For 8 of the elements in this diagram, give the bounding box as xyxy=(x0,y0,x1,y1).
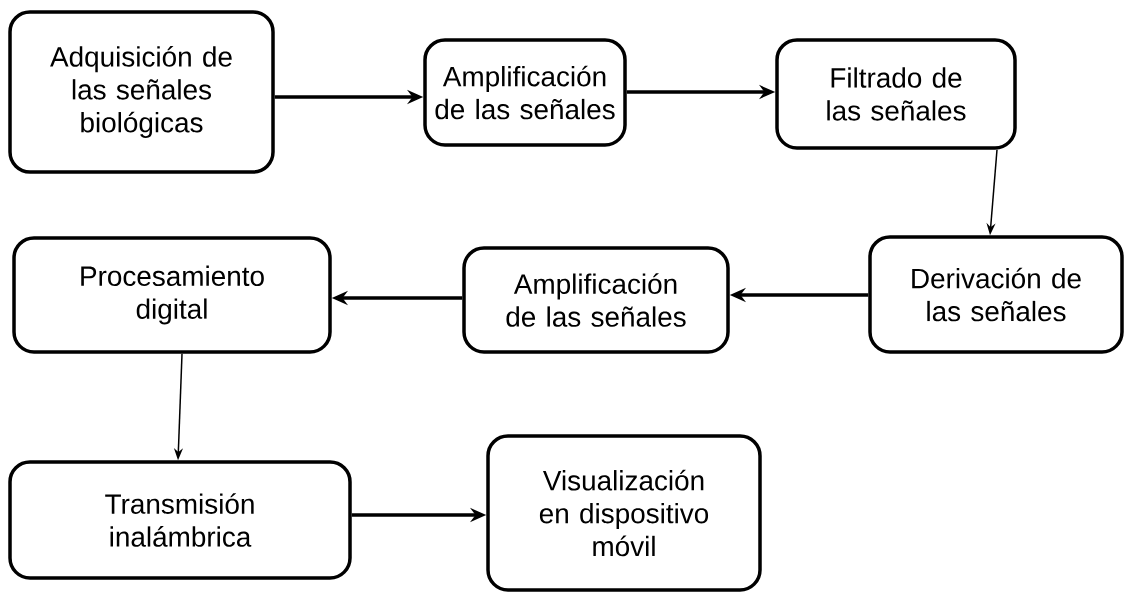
process-box: Filtrado de las señales xyxy=(775,38,1017,150)
process-box: Amplificación de las señales xyxy=(423,38,627,147)
process-box: Amplificación de las señales xyxy=(462,246,730,354)
process-box: Transmisión inalámbrica xyxy=(8,460,352,580)
process-box: Adquisición de las señales biológicas xyxy=(8,10,275,174)
process-box: Procesamiento digital xyxy=(12,236,332,354)
process-box: Derivación de las señales xyxy=(868,235,1124,354)
process-box: Visualización en dispositivo móvil xyxy=(486,434,762,592)
